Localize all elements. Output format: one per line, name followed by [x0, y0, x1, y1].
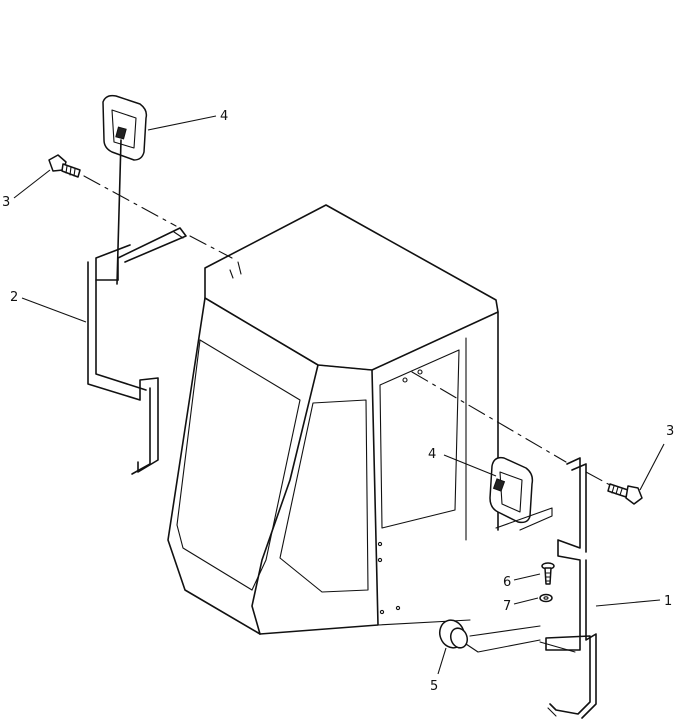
callout-4-top: 4 — [220, 109, 228, 124]
right-mirror-bracket — [539, 457, 597, 719]
right-bolt — [607, 483, 643, 505]
callout-7: 7 — [503, 599, 511, 614]
callout-6: 6 — [503, 575, 511, 590]
left-mirror — [102, 94, 148, 285]
callout-5: 5 — [430, 679, 438, 694]
callout-4-middle: 4 — [428, 447, 436, 462]
right-mirror — [489, 456, 553, 531]
washer — [539, 593, 553, 603]
callout-1: 1 — [664, 594, 672, 609]
callout-2: 2 — [10, 290, 18, 305]
left-assembly-dashline — [83, 175, 233, 259]
callout-3-left: 3 — [2, 195, 10, 210]
left-mirror-bracket — [87, 227, 187, 475]
callout-3-right: 3 — [666, 424, 674, 439]
screw — [541, 562, 555, 585]
right-assembly-dashline — [411, 371, 611, 486]
left-bolt — [48, 154, 81, 178]
cab-body — [167, 204, 499, 635]
callout-labels: 4 3 2 3 4 6 7 1 5 — [2, 109, 674, 694]
lower-mirror — [438, 619, 541, 653]
callout-leaders — [13, 115, 665, 675]
